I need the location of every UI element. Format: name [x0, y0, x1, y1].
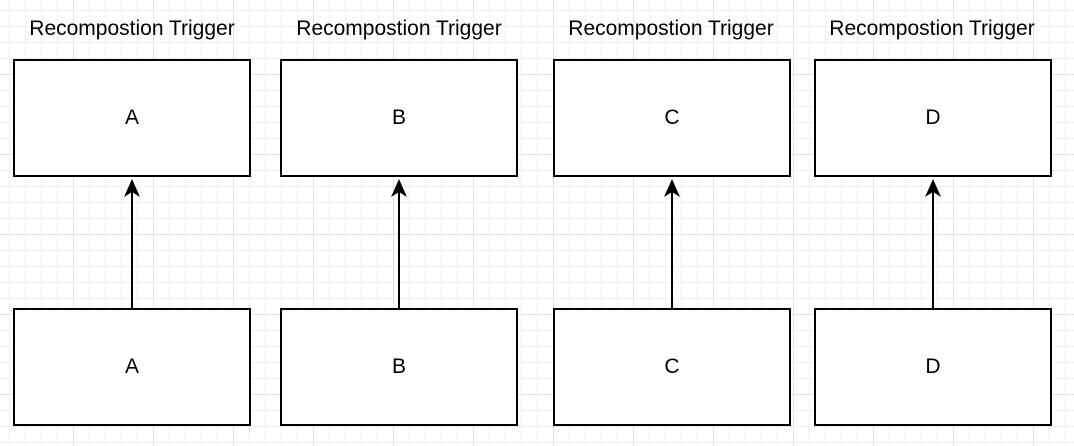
node-d-bottom-label: D	[925, 355, 941, 378]
node-b-bottom-label: B	[391, 355, 406, 378]
arrow-a-head	[124, 179, 140, 197]
node-d-top[interactable]: D	[814, 59, 1052, 177]
column-c-caption: Recompostion Trigger	[568, 17, 774, 40]
column-b-caption: Recompostion Trigger	[296, 17, 502, 40]
node-a-top[interactable]: A	[13, 59, 251, 177]
node-b-top-label: B	[391, 106, 406, 129]
node-a-bottom-label: A	[124, 355, 139, 378]
arrow-d-head	[925, 179, 941, 197]
node-d-bottom[interactable]: D	[814, 308, 1052, 426]
column-a-caption: Recompostion Trigger	[29, 17, 235, 40]
node-a-top-label: A	[124, 106, 139, 129]
arrow-b-head	[391, 179, 407, 197]
node-b-top[interactable]: B	[280, 59, 518, 177]
arrow-a[interactable]	[124, 179, 140, 308]
node-b-bottom[interactable]: B	[280, 308, 518, 426]
node-c-top-label: C	[664, 106, 680, 129]
arrow-c[interactable]	[664, 179, 680, 308]
arrow-b[interactable]	[391, 179, 407, 308]
arrow-c-head	[664, 179, 680, 197]
node-c-bottom-label: C	[664, 355, 680, 378]
node-c-top[interactable]: C	[553, 59, 791, 177]
node-a-bottom[interactable]: A	[13, 308, 251, 426]
arrow-d[interactable]	[925, 179, 941, 308]
column-d-caption: Recompostion Trigger	[829, 17, 1035, 40]
node-c-bottom[interactable]: C	[553, 308, 791, 426]
node-d-top-label: D	[925, 106, 941, 129]
